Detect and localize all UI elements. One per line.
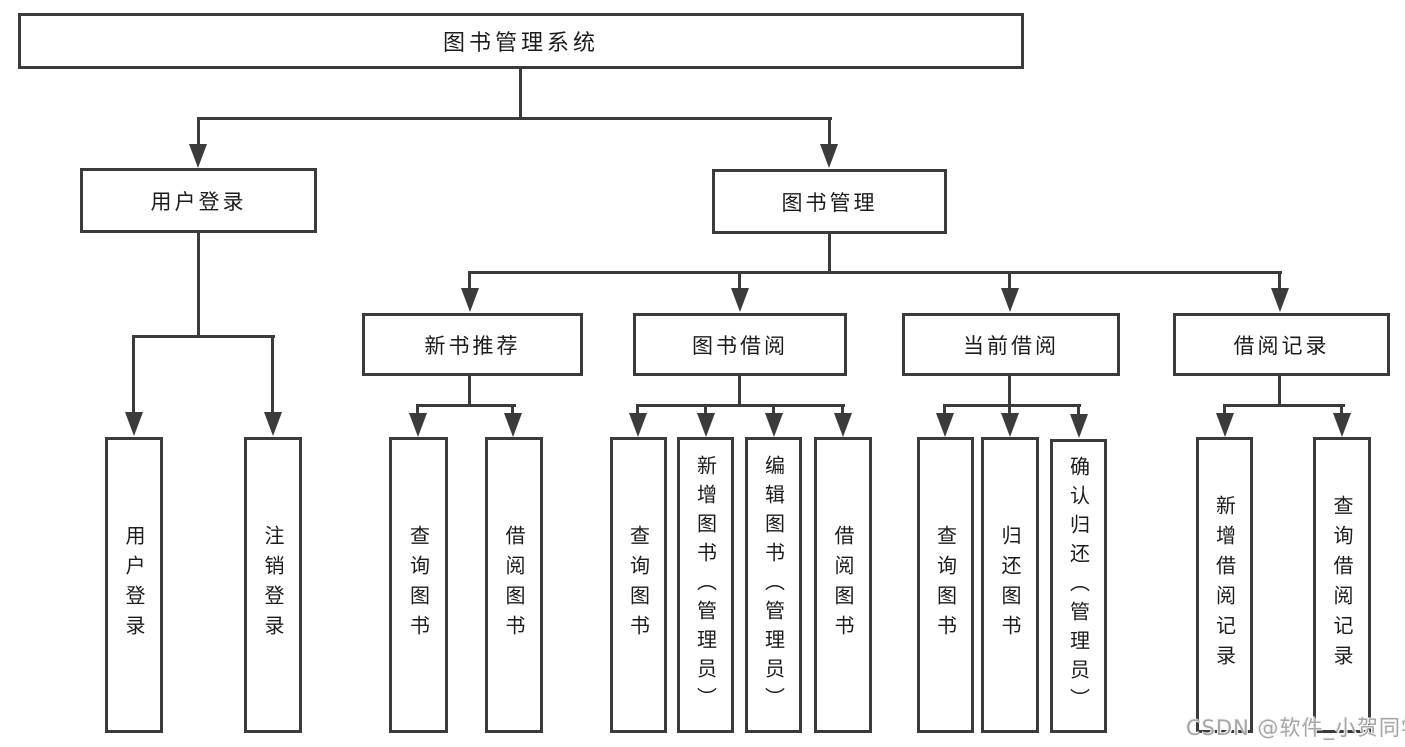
arrowhead-b1 <box>409 413 427 437</box>
leaf-borrow-book-1: 借阅图书 <box>485 437 543 733</box>
node-new-book-recommend-label: 新书推荐 <box>424 333 521 358</box>
arrowhead-d3 <box>1070 414 1088 438</box>
connector-drop-d2 <box>1008 406 1011 417</box>
arrowhead-d1 <box>936 413 954 437</box>
connector-userlogin-rail <box>132 335 275 338</box>
connector-borrowrecord-rail <box>1223 404 1345 407</box>
node-book-borrow-label: 图书借阅 <box>692 333 788 358</box>
leaf-logout-label: 注销登录 <box>261 525 285 645</box>
connector-drop-borrow-record <box>1278 273 1281 291</box>
leaf-add-book-admin-label: 新增图书（管理员） <box>693 454 718 716</box>
connector-newbook-trunk <box>468 376 471 407</box>
connector-userlogin-trunk <box>197 233 200 337</box>
connector-drop-d3 <box>1077 406 1080 417</box>
node-root: 图书管理系统 <box>18 13 1024 69</box>
arrowhead-c3 <box>765 413 783 437</box>
leaf-query-book-3: 查询图书 <box>917 437 974 733</box>
connector-drop-current-borrow <box>1008 273 1011 291</box>
node-current-borrow-label: 当前借阅 <box>963 333 1059 358</box>
node-book-management: 图书管理 <box>712 169 947 234</box>
node-book-borrow: 图书借阅 <box>633 313 847 376</box>
connector-drop-book-borrow <box>738 273 741 291</box>
leaf-confirm-return-admin-label: 确认归还（管理员） <box>1066 455 1091 717</box>
node-book-management-label: 图书管理 <box>781 190 878 215</box>
connector-drop-book-management <box>828 119 831 150</box>
leaf-borrow-book-2: 借阅图书 <box>814 437 872 733</box>
leaf-query-borrow-record-label: 查询借阅记录 <box>1330 495 1354 675</box>
connector-drop-c4 <box>841 406 844 417</box>
csdn-watermark: CSDN @软件_小贺同学 <box>1186 716 1405 740</box>
connector-drop-b2 <box>511 406 514 417</box>
leaf-add-borrow-record-label: 新增借阅记录 <box>1212 495 1237 675</box>
arrowhead-leaf-user-login <box>125 412 143 436</box>
leaf-add-borrow-record: 新增借阅记录 <box>1196 437 1253 733</box>
leaf-edit-book-admin: 编辑图书（管理员） <box>745 437 802 733</box>
node-borrow-record-label: 借阅记录 <box>1233 333 1330 358</box>
arrowhead-current-borrow <box>1001 288 1019 312</box>
node-user-login: 用户登录 <box>80 168 317 233</box>
connector-drop-new-book <box>468 273 471 291</box>
leaf-confirm-return-admin: 确认归还（管理员） <box>1050 439 1107 733</box>
connector-bookborrow-trunk <box>738 376 741 407</box>
leaf-logout: 注销登录 <box>244 437 302 733</box>
leaf-user-login-label: 用户登录 <box>122 525 146 645</box>
arrowhead-book-borrow <box>731 288 749 312</box>
connector-drop-c1 <box>636 406 639 417</box>
leaf-query-book-2-label: 查询图书 <box>626 525 651 645</box>
arrowhead-borrow-record <box>1271 288 1289 312</box>
leaf-return-book-label: 归还图书 <box>998 525 1022 645</box>
connector-drop-leaf-user-login <box>132 337 135 416</box>
connector-drop-b1 <box>416 406 419 417</box>
connector-root-trunk <box>519 69 522 119</box>
node-root-label: 图书管理系统 <box>442 31 599 56</box>
node-new-book-recommend: 新书推荐 <box>362 313 583 376</box>
leaf-return-book: 归还图书 <box>981 437 1039 733</box>
leaf-query-book-3-label: 查询图书 <box>933 525 958 645</box>
arrowhead-c4 <box>834 413 852 437</box>
leaf-borrow-book-2-label: 借阅图书 <box>831 525 855 645</box>
node-user-login-label: 用户登录 <box>150 189 247 214</box>
connector-drop-e2 <box>1340 406 1343 417</box>
node-current-borrow: 当前借阅 <box>902 313 1120 376</box>
connector-bookborrow-rail <box>636 404 845 407</box>
arrowhead-d2 <box>1001 413 1019 437</box>
connector-currentborrow-trunk <box>1008 376 1011 407</box>
arrowhead-user-login <box>189 144 207 168</box>
arrowhead-e1 <box>1216 413 1234 437</box>
connector-bookmgmt-trunk <box>828 234 831 273</box>
connector-drop-c2 <box>704 406 707 417</box>
connector-drop-d1 <box>943 406 946 417</box>
arrowhead-new-book <box>461 288 479 312</box>
connector-drop-user-login <box>197 119 200 150</box>
arrowhead-book-management <box>820 144 838 168</box>
arrowhead-leaf-logout <box>264 412 282 436</box>
connector-borrowrecord-trunk <box>1278 376 1281 407</box>
connector-currentborrow-rail <box>943 404 1081 407</box>
leaf-add-book-admin: 新增图书（管理员） <box>677 437 734 733</box>
leaf-borrow-book-1-label: 借阅图书 <box>502 525 526 645</box>
connector-drop-c3 <box>772 406 775 417</box>
connector-bookmgmt-rail <box>468 271 1282 274</box>
arrowhead-c1 <box>629 413 647 437</box>
connector-root-rail <box>197 117 832 120</box>
node-borrow-record: 借阅记录 <box>1173 313 1390 376</box>
arrowhead-e2 <box>1333 413 1351 437</box>
arrowhead-b2 <box>504 413 522 437</box>
leaf-query-borrow-record: 查询借阅记录 <box>1313 437 1371 733</box>
connector-drop-e1 <box>1223 406 1226 417</box>
connector-newbook-rail <box>416 404 516 407</box>
leaf-query-book-2: 查询图书 <box>610 437 667 733</box>
leaf-edit-book-admin-label: 编辑图书（管理员） <box>761 454 786 716</box>
leaf-user-login: 用户登录 <box>105 437 163 733</box>
leaf-query-book-1-label: 查询图书 <box>406 525 431 645</box>
connector-drop-leaf-logout <box>271 337 274 416</box>
leaf-query-book-1: 查询图书 <box>389 437 448 733</box>
arrowhead-c2 <box>697 413 715 437</box>
